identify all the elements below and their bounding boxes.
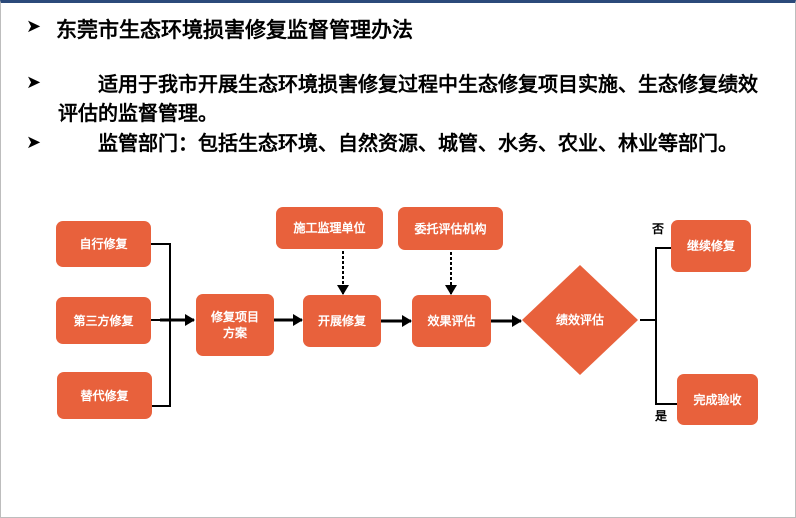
bullet-arrow-icon: ➤ [26, 132, 42, 153]
no-label: 否 [652, 222, 665, 236]
bullet-arrow-icon: ➤ [26, 72, 42, 93]
complete-acceptance-box: 完成验收 [677, 374, 758, 425]
departments-paragraph: 监管部门：包括生态环境、自然资源、城管、水务、农业、林业等部门。 [58, 131, 738, 155]
execute-box: 开展修复 [303, 295, 381, 347]
supervisor-box: 施工监理单位 [276, 207, 383, 249]
evaluate-box: 效果评估 [412, 295, 491, 347]
yes-label: 是 [655, 409, 668, 423]
plan-box: 修复项目方案 [196, 294, 274, 356]
decision-diamond [522, 265, 638, 375]
source-third-party-repair: 第三方修复 [56, 297, 151, 344]
decision-label: 绩效评估 [555, 313, 604, 327]
source-self-repair: 自行修复 [56, 221, 151, 267]
slide-title: 东莞市生态环境损害修复监督管理办法 [56, 18, 413, 42]
assessor-box: 委托评估机构 [398, 207, 503, 250]
continue-repair-box: 继续修复 [671, 220, 751, 272]
bullet-arrow-icon: ➤ [26, 16, 42, 37]
source-substitute-repair: 替代修复 [57, 372, 152, 419]
scope-paragraph: 适用于我市开展生态环境损害修复过程中生态修复项目实施、生态修复绩效评估的监督管理… [58, 72, 758, 125]
